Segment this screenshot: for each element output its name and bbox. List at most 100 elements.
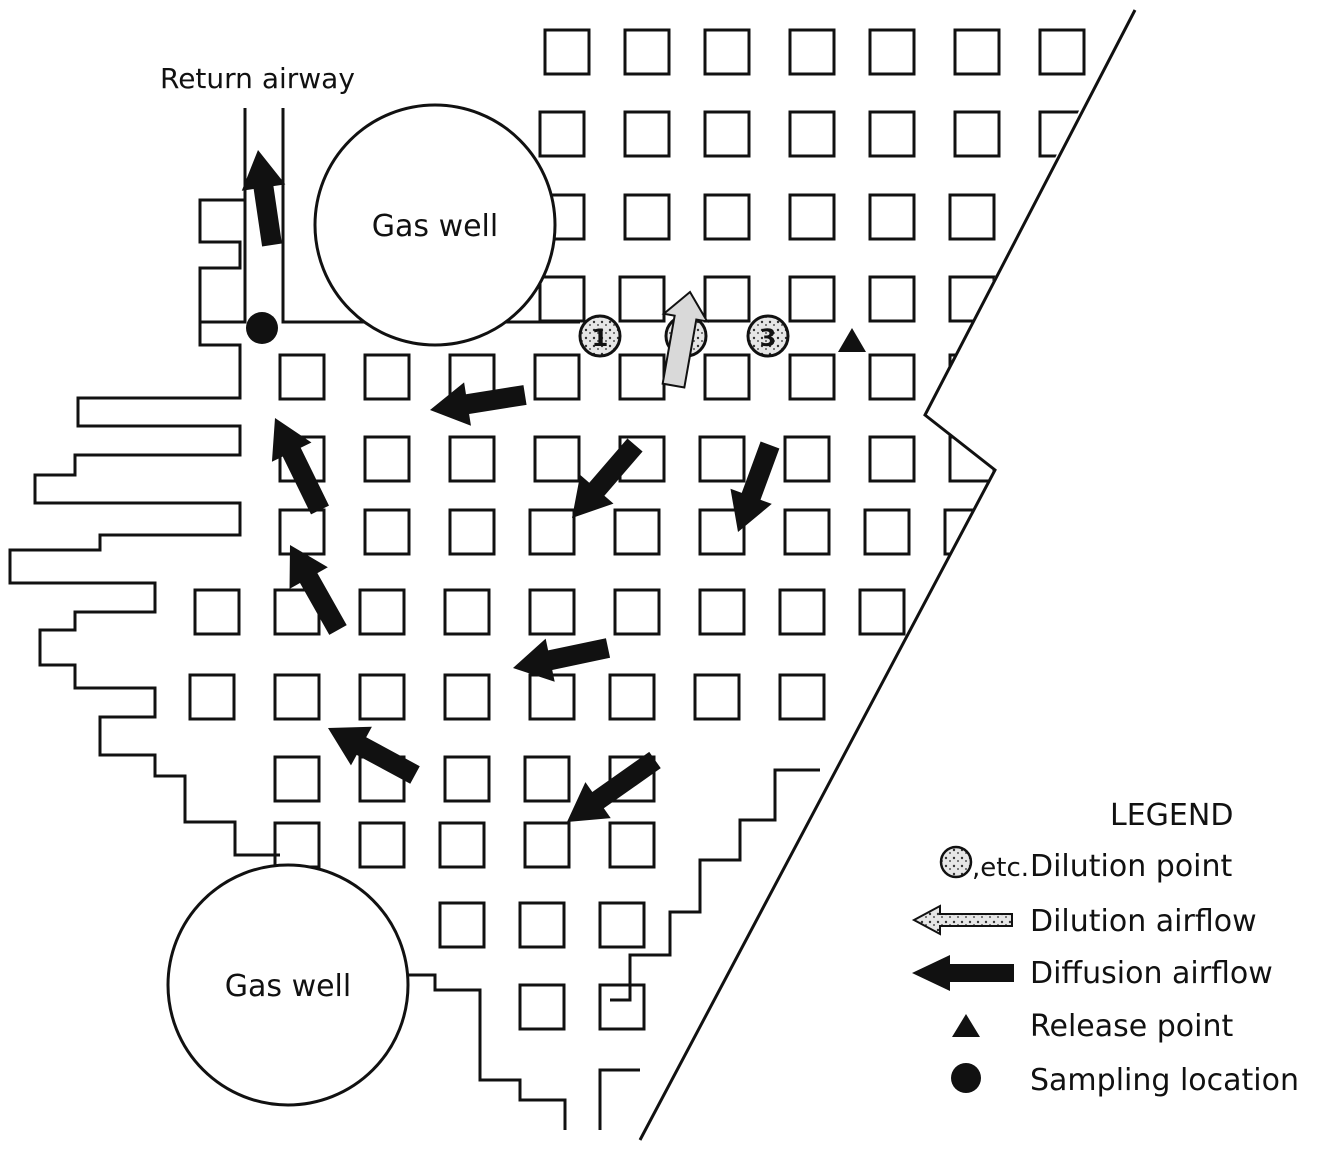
coal-pillar (278, 353, 326, 401)
coal-pillar (278, 508, 326, 556)
coal-pillar (693, 673, 741, 721)
coal-pillar (613, 508, 661, 556)
diffusion-airflow-arrow (572, 438, 643, 518)
coal-pillar (523, 755, 571, 803)
sampling-location-icon (246, 312, 278, 344)
coal-pillar (703, 353, 751, 401)
coal-pillar (538, 275, 586, 323)
dilution-airflow-arrow (661, 290, 710, 389)
coal-pillar (528, 588, 576, 636)
coal-pillar (533, 435, 581, 483)
coal-pillar (538, 110, 586, 158)
coal-pillar (533, 353, 581, 401)
coal-pillar (868, 353, 916, 401)
diffusion-airflow-arrow (271, 418, 329, 515)
svg-text:3: 3 (760, 324, 777, 352)
mine-boundary-right (610, 768, 820, 1002)
coal-pillar (358, 821, 406, 869)
coal-pillar (698, 435, 746, 483)
legend-title: LEGEND (1110, 798, 1233, 833)
coal-pillar (948, 275, 996, 323)
coal-pillar (703, 28, 751, 76)
coal-pillar (443, 588, 491, 636)
coal-pillar (438, 821, 486, 869)
coal-pillar (443, 673, 491, 721)
coal-pillar (608, 673, 656, 721)
coal-pillar (623, 193, 671, 241)
dilution-airflow-icon (911, 904, 1013, 936)
coal-pillar (868, 110, 916, 158)
coal-pillar (273, 673, 321, 721)
coal-pillar (948, 435, 996, 483)
coal-pillar (868, 28, 916, 76)
diffusion-airflow-arrow (430, 382, 527, 426)
coal-pillar (448, 508, 496, 556)
gas-well-bottom-label: Gas well (225, 969, 351, 1004)
mine-boundary-bottom (405, 973, 567, 1130)
diffusion-airflow-arrow (567, 751, 661, 822)
diffusion-airflow-arrow (289, 545, 347, 635)
legend-item-dilution-point-prefix: ,etc. (972, 853, 1029, 883)
coal-pillar (943, 508, 991, 556)
coal-pillar (948, 193, 996, 241)
diffusion-airflow-arrow (513, 638, 611, 682)
coal-pillar (858, 588, 906, 636)
coal-pillar (598, 983, 646, 1031)
dilution-point-3: 3 (746, 314, 790, 358)
coal-pillar (623, 28, 671, 76)
diffusion-airflow-icon (912, 955, 1014, 991)
coal-pillar (703, 275, 751, 323)
release-point-icon (838, 328, 866, 352)
coal-pillar (438, 901, 486, 949)
coal-pillar (448, 435, 496, 483)
legend-item-release-point: Release point (1030, 1009, 1233, 1044)
mine-boundary-bottom-2 (598, 1068, 640, 1130)
coal-pillar (358, 673, 406, 721)
coal-pillar (598, 901, 646, 949)
coal-pillar (788, 28, 836, 76)
gas-well-bottom (166, 863, 410, 1107)
coal-pillar (953, 28, 1001, 76)
return-airway-label: Return airway (160, 62, 355, 95)
coal-pillar (623, 110, 671, 158)
coal-pillar (778, 673, 826, 721)
coal-pillar (193, 588, 241, 636)
coal-pillar (1038, 193, 1086, 241)
coal-pillar (953, 110, 1001, 158)
coal-pillar (698, 588, 746, 636)
dilution-point-icon (939, 845, 973, 879)
coal-pillar (788, 353, 836, 401)
coal-pillar (363, 508, 411, 556)
diffusion-airflow-arrow (730, 441, 780, 532)
coal-pillar (608, 821, 656, 869)
coal-pillar (443, 755, 491, 803)
coal-pillar (868, 193, 916, 241)
coal-pillar (948, 353, 996, 401)
coal-pillar (358, 588, 406, 636)
coal-pillar (363, 353, 411, 401)
coal-pillar (188, 673, 236, 721)
coal-pillar (543, 28, 591, 76)
coal-pillar (783, 435, 831, 483)
diffusion-airflow-arrow (328, 726, 420, 784)
coal-pillar (788, 275, 836, 323)
legend: LEGEND ,etc. Dilution point Dilution air… (911, 798, 1299, 1098)
release-point-legend-icon (952, 1014, 980, 1037)
sampling-location-legend-icon (951, 1063, 981, 1093)
coal-pillar (528, 508, 576, 556)
coal-pillar (613, 588, 661, 636)
diffusion-airflow-arrows (241, 150, 780, 822)
coal-pillar (778, 588, 826, 636)
coal-pillar (1038, 28, 1086, 76)
coal-pillar (788, 193, 836, 241)
coal-pillar (528, 673, 576, 721)
diffusion-airflow-arrow (241, 150, 286, 247)
legend-item-dilution-airflow: Dilution airflow (1030, 904, 1257, 939)
return-airway-left-wall (198, 108, 247, 345)
fault-line (638, 9, 1137, 1141)
coal-pillar (518, 983, 566, 1031)
coal-pillar (783, 508, 831, 556)
legend-item-dilution-point: Dilution point (1030, 849, 1233, 884)
